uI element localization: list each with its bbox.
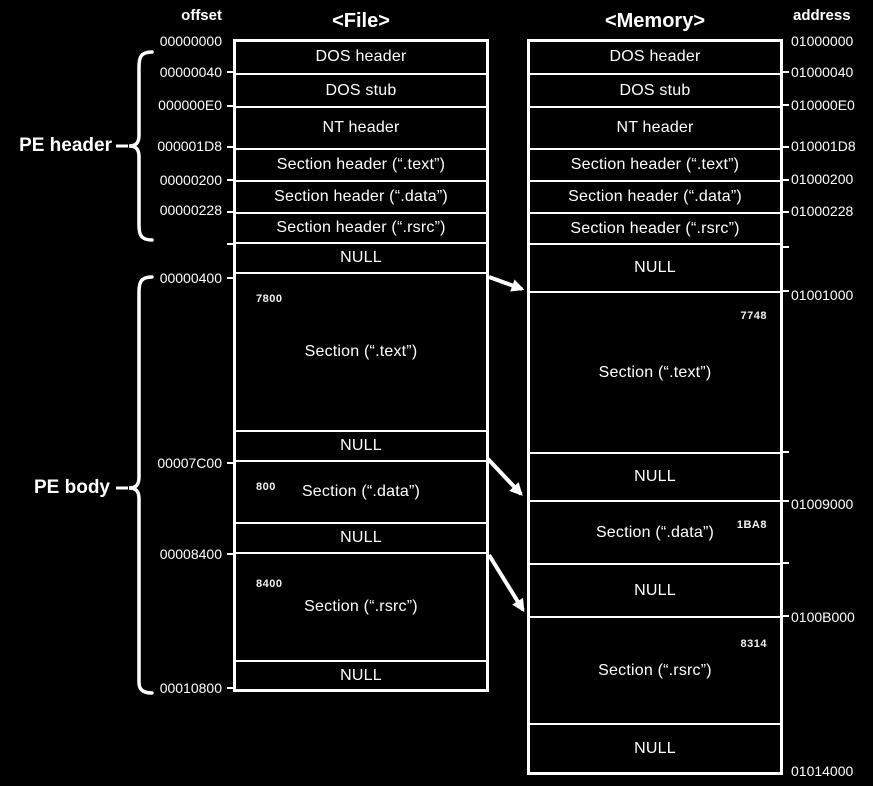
offset-value: 00000200 bbox=[159, 172, 222, 188]
address-value: 01000040 bbox=[791, 64, 854, 80]
row-label: NULL bbox=[634, 468, 676, 485]
row-label: DOS header bbox=[609, 48, 701, 65]
address-value: 01014000 bbox=[791, 763, 854, 779]
address-value: 010001D8 bbox=[791, 138, 856, 154]
row-label: NULL bbox=[634, 740, 676, 757]
memory-dos-stub: DOS stub bbox=[529, 73, 781, 106]
file-dos-stub: DOS stub bbox=[235, 73, 487, 106]
file-null-2: NULL bbox=[235, 430, 487, 460]
memory-dos-header: DOS header bbox=[529, 41, 781, 73]
file-rsrc-size-label: 8400 bbox=[256, 578, 283, 590]
memory-section-data: 1BA8 Section (“.data”) bbox=[529, 500, 781, 563]
pe-header-brace bbox=[128, 50, 154, 242]
row-label: NULL bbox=[634, 259, 676, 276]
file-box-border bbox=[233, 39, 489, 692]
row-label: DOS header bbox=[315, 48, 407, 65]
address-column-header: address bbox=[793, 7, 851, 24]
row-label: Section (“.rsrc”) bbox=[304, 598, 418, 615]
offset-value: 00000228 bbox=[159, 202, 222, 218]
row-label: Section header (“.rsrc”) bbox=[276, 219, 446, 236]
row-label: Section header (“.text”) bbox=[570, 156, 740, 173]
memory-column-title: <Memory> bbox=[604, 10, 706, 32]
row-label: DOS stub bbox=[325, 81, 397, 99]
memory-rsrc-size-label: 8314 bbox=[740, 638, 767, 650]
memory-null-2: NULL bbox=[529, 452, 781, 500]
row-label: Section (“.data”) bbox=[595, 523, 715, 541]
offset-value: 00010800 bbox=[159, 680, 222, 696]
pe-body-brace bbox=[128, 275, 154, 695]
address-value: 01009000 bbox=[791, 496, 854, 512]
file-data-size-label: 800 bbox=[256, 481, 276, 493]
file-section-header-text: Section header (“.text”) bbox=[235, 148, 487, 180]
offset-value: 000000E0 bbox=[158, 97, 222, 113]
row-label: Section (“.text”) bbox=[304, 343, 418, 360]
row-label: Section header (“.data”) bbox=[568, 188, 742, 205]
address-value: 010000E0 bbox=[791, 97, 855, 113]
memory-box-border bbox=[527, 39, 783, 775]
address-value: 01000228 bbox=[791, 203, 854, 219]
address-value: 01001000 bbox=[791, 287, 854, 303]
offset-value: 00000400 bbox=[159, 270, 222, 286]
memory-section-header-data: Section header (“.data”) bbox=[529, 180, 781, 212]
file-section-text: 7800 Section (“.text”) bbox=[235, 272, 487, 430]
file-section-data: 800 Section (“.data”) bbox=[235, 460, 487, 522]
row-label: NULL bbox=[340, 249, 382, 266]
pe-header-label: PE header bbox=[19, 135, 112, 156]
arrow-data-section bbox=[486, 457, 523, 496]
row-label: NULL bbox=[340, 529, 382, 546]
memory-section-header-rsrc: Section header (“.rsrc”) bbox=[529, 212, 781, 243]
row-label: DOS stub bbox=[619, 81, 691, 99]
address-value: 0100B000 bbox=[791, 609, 855, 625]
file-null-3: NULL bbox=[235, 522, 487, 552]
file-section-rsrc: 8400 Section (“.rsrc”) bbox=[235, 552, 487, 660]
memory-null-4: NULL bbox=[529, 723, 781, 773]
offset-value: 00000040 bbox=[159, 64, 222, 80]
row-label: NULL bbox=[634, 581, 676, 599]
row-label: NT header bbox=[616, 119, 694, 136]
memory-data-size-label: 1BA8 bbox=[736, 519, 767, 531]
row-label: Section header (“.data”) bbox=[274, 188, 448, 205]
offset-value: 00007C00 bbox=[157, 455, 222, 471]
arrow-rsrc-section bbox=[487, 553, 525, 613]
memory-section-rsrc: 8314 Section (“.rsrc”) bbox=[529, 616, 781, 723]
file-dos-header: DOS header bbox=[235, 41, 487, 73]
memory-section-text: 7748 Section (“.text”) bbox=[529, 291, 781, 452]
file-section-header-data: Section header (“.data”) bbox=[235, 180, 487, 212]
row-label: Section (“.data”) bbox=[301, 483, 421, 500]
address-value: 01000000 bbox=[791, 33, 854, 49]
file-text-size-label: 7800 bbox=[256, 293, 283, 305]
row-label: Section (“.text”) bbox=[598, 363, 712, 381]
memory-null-3: NULL bbox=[529, 563, 781, 616]
file-null-4: NULL bbox=[235, 660, 487, 690]
pe-body-label: PE body bbox=[33, 477, 110, 498]
row-label: Section header (“.text”) bbox=[276, 156, 446, 173]
offset-value: 00000000 bbox=[159, 33, 222, 49]
offset-value: 00008400 bbox=[159, 546, 222, 562]
row-label: Section header (“.rsrc”) bbox=[570, 219, 740, 237]
file-nt-header: NT header bbox=[235, 106, 487, 148]
memory-section-header-text: Section header (“.text”) bbox=[529, 148, 781, 180]
address-tick-marks bbox=[782, 71, 789, 617]
file-section-header-rsrc: Section header (“.rsrc”) bbox=[235, 212, 487, 242]
memory-null-1: NULL bbox=[529, 243, 781, 291]
file-null-1: NULL bbox=[235, 242, 487, 272]
row-label: Section (“.rsrc”) bbox=[598, 661, 712, 679]
row-label: NULL bbox=[340, 437, 382, 454]
row-label: NT header bbox=[322, 119, 400, 136]
memory-text-size-label: 7748 bbox=[740, 310, 767, 322]
offset-value: 000001D8 bbox=[157, 138, 222, 154]
row-label: NULL bbox=[340, 667, 382, 684]
arrow-text-section bbox=[488, 275, 525, 292]
address-value: 01000200 bbox=[791, 171, 854, 187]
memory-nt-header: NT header bbox=[529, 106, 781, 148]
offset-column-header: offset bbox=[181, 7, 222, 24]
file-column-title: <File> bbox=[332, 10, 390, 32]
